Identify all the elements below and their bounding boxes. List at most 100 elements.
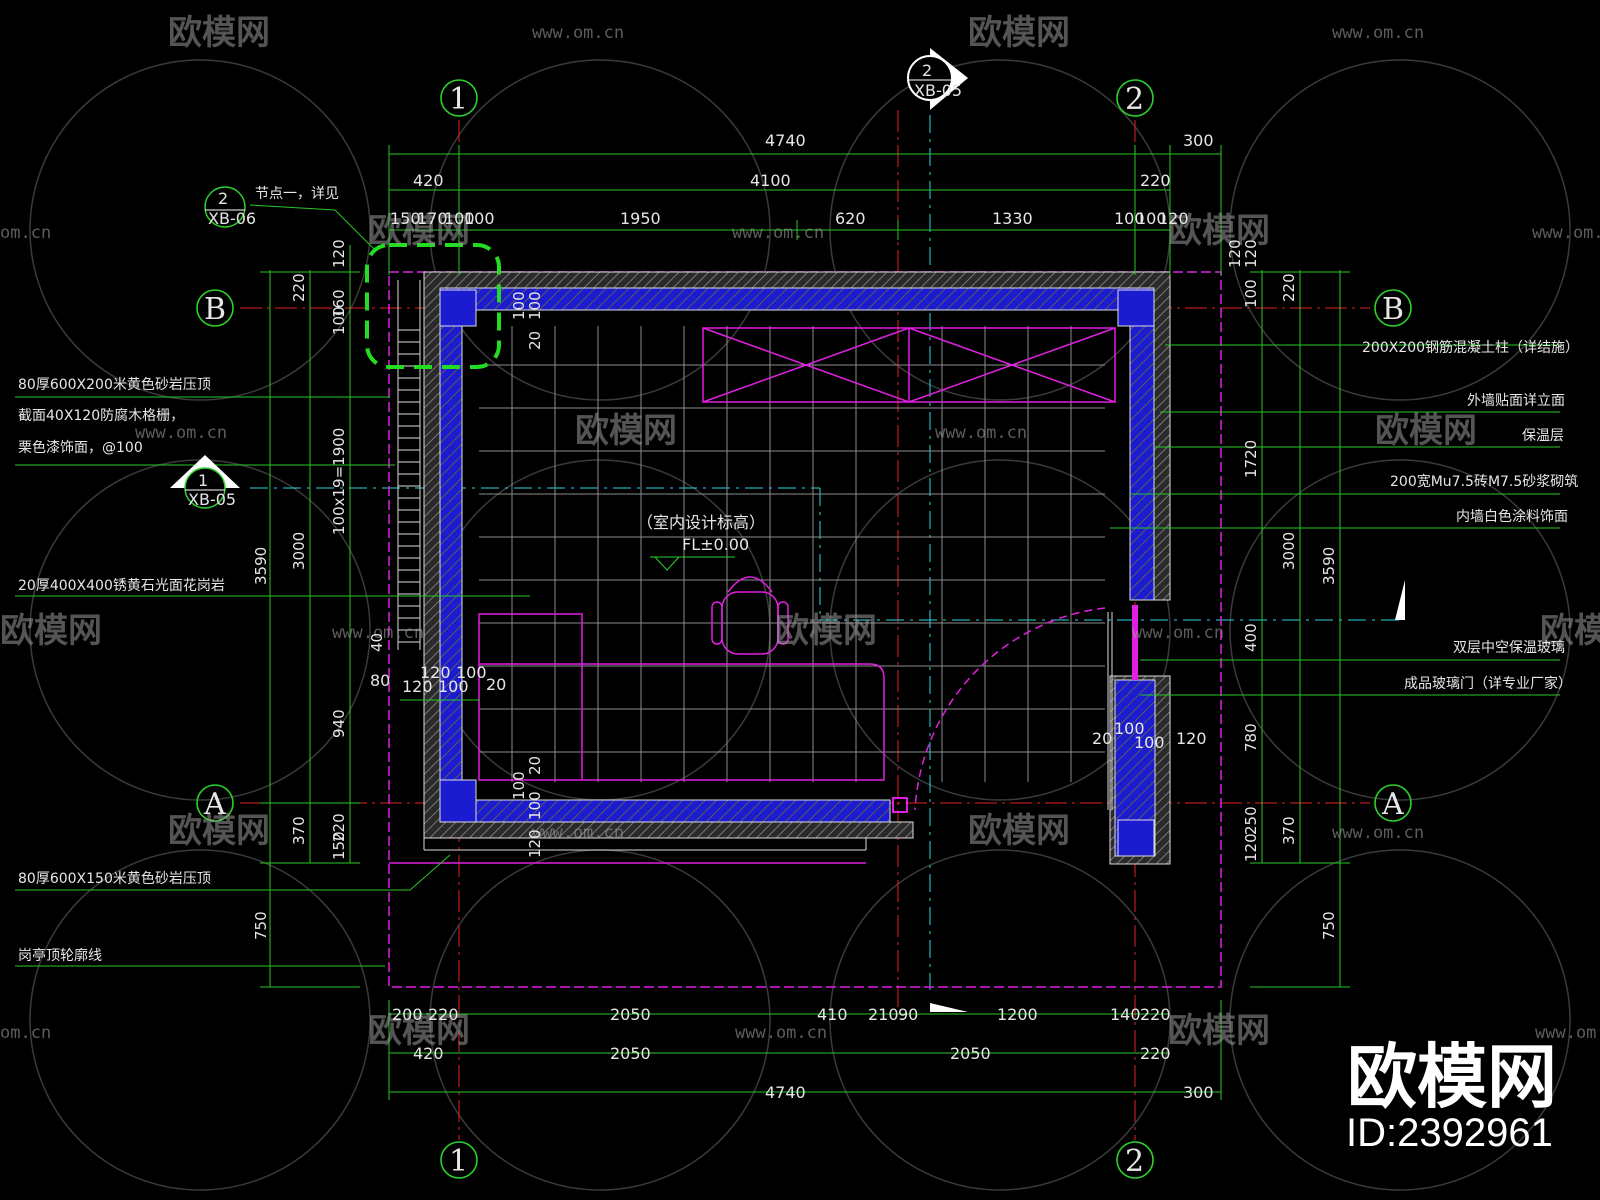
dim-right-mid: 3000: [1280, 532, 1298, 570]
watermark-url-short: om.cn: [0, 1023, 51, 1043]
dim-top-row3: 150: [390, 209, 421, 228]
note-right: 内墙白色涂料饰面: [1456, 508, 1568, 525]
dim-interior: 20: [526, 331, 544, 350]
axis-label-rowA: A: [1381, 787, 1404, 822]
dim-top-row2: 420: [413, 171, 444, 190]
note-right: 200宽Mu7.5砖M7.5砂浆砌筑: [1390, 473, 1578, 490]
axis-label-col1: 1: [449, 1144, 468, 1179]
dim-left-inner: 160: [330, 289, 348, 318]
dim-bottom-overall-right: 300: [1183, 1083, 1214, 1102]
dim-bottom-overall: 4740: [765, 1083, 806, 1102]
watermark-id: ID:2392961: [1346, 1111, 1553, 1155]
dim-interior: 120: [526, 829, 544, 858]
dim-bottom-row1: 1200: [997, 1005, 1038, 1024]
dim-top-row3: 620: [835, 209, 866, 228]
dim-right-small: 20: [1092, 729, 1112, 748]
dim-bottom-row2: 2050: [950, 1044, 991, 1063]
dim-interior: 100: [526, 291, 544, 320]
watermark-brand: 欧模网: [368, 211, 470, 251]
furniture: [478, 327, 1138, 811]
dim-right-mid: 220: [1280, 273, 1298, 302]
detail-callout-box: [365, 243, 501, 369]
dim-top-row2: 220: [1140, 171, 1171, 190]
detail-callout-label: 节点一，详见: [255, 186, 339, 202]
dim-left-small: 100: [456, 663, 487, 682]
note-left: 栗色漆饰面，@100: [18, 439, 143, 456]
dim-left-small: 20: [486, 675, 506, 694]
dim-top-overall: 4740: [765, 131, 806, 150]
watermark-brand: 欧模网: [1375, 411, 1477, 451]
axis-label-rowB: B: [1382, 292, 1404, 327]
dim-left-inner: 120: [330, 239, 348, 268]
dim-left-inner: 150: [330, 831, 348, 860]
level-value: FL±0.00: [682, 535, 749, 554]
note-left: 80厚600X200米黄色砂岩压顶: [18, 376, 211, 393]
section-mark-left-num: 1: [198, 471, 208, 490]
dim-right-small: 100: [1114, 719, 1145, 738]
dim-left-mid: 220: [290, 273, 308, 302]
watermark-url: www.om.cn: [1532, 223, 1600, 243]
section-marks: [170, 48, 1405, 1012]
watermark-url-short: om.cn: [0, 223, 51, 243]
watermark-brand: 欧模网: [368, 1011, 470, 1051]
axis-label-col2: 2: [1125, 82, 1144, 117]
note-left: 截面40X120防腐木格栅，: [18, 407, 184, 424]
door-swing: [914, 607, 1106, 811]
dim-right-outer: 3590: [1320, 547, 1338, 585]
dim-left-outer: 3590: [252, 547, 270, 585]
watermark-url: www.om.cn: [1332, 23, 1424, 43]
watermark-brand: 欧模网: [775, 611, 877, 651]
section-mark-top-ref: XB-05: [914, 81, 962, 100]
axis-label-rowA: A: [203, 787, 226, 822]
axis-label-col2: 2: [1125, 1144, 1144, 1179]
dim-right-inner: 120: [1242, 833, 1260, 862]
dim-top-row2: 4100: [750, 171, 791, 190]
dim-interior: 100: [510, 291, 528, 320]
watermark-brand: 欧模网: [1540, 611, 1600, 651]
watermark-brand: 欧模网: [168, 811, 270, 851]
base-outline: [389, 838, 1170, 865]
section-mark-top-num: 2: [922, 61, 932, 80]
axis-label-rowB: B: [204, 292, 226, 327]
note-right: 200X200钢筋混凝土柱（详结施）: [1362, 339, 1579, 356]
watermark-url: www.om.cn: [135, 423, 227, 443]
dim-interior: 120: [1226, 239, 1244, 268]
note-right: 保温层: [1522, 428, 1564, 444]
dim-left-mid: 3000: [290, 532, 308, 570]
level-marker: [650, 556, 735, 571]
watermark-url: www.om.cn: [1132, 623, 1224, 643]
dim-bottom-row1: 2050: [610, 1005, 651, 1024]
dim-left-inner: 220: [330, 813, 348, 842]
watermark-brand: 欧模网: [968, 13, 1070, 53]
dim-bottom-row1: 140: [1110, 1005, 1141, 1024]
dim-top-row3: 120: [1158, 209, 1189, 228]
dim-top-row3: 100: [444, 209, 475, 228]
watermark-brand: 欧模网: [1168, 1011, 1270, 1051]
dim-top-row3: 1330: [992, 209, 1033, 228]
dim-right-inner: 250: [1242, 806, 1260, 835]
dim-bottom-row2: 2050: [610, 1044, 651, 1063]
walls: [439, 287, 1156, 857]
dim-right-small: 100: [1134, 733, 1165, 752]
watermark-url: www.om.cn: [332, 623, 424, 643]
watermark-url: www.om.cn: [532, 23, 624, 43]
dim-right-inner: 400: [1242, 623, 1260, 652]
dim-interior: 100: [510, 771, 528, 800]
section-mark-detail-ref: XB-06: [208, 209, 256, 228]
section-mark-detail-num: 2: [218, 189, 228, 208]
dim-interior: 100: [526, 791, 544, 820]
dim-right-inner: 100: [1242, 279, 1260, 308]
dim-left-mid: 940: [330, 709, 348, 738]
watermark-url: www.om.cn: [1332, 823, 1424, 843]
dim-top-row3: 1950: [620, 209, 661, 228]
dim-bottom-row1: 220: [428, 1005, 459, 1024]
dim-left-small: 100: [438, 677, 469, 696]
dim-right-small: 120: [1176, 729, 1207, 748]
dim-right-inner: 120: [1242, 239, 1260, 268]
note-right: 外墙贴面详立面: [1467, 393, 1565, 409]
watermark-url: www.om.cn: [735, 1023, 827, 1043]
watermark-logo: 欧模网: [1347, 1036, 1557, 1118]
dim-left-inner: 40: [368, 633, 386, 652]
